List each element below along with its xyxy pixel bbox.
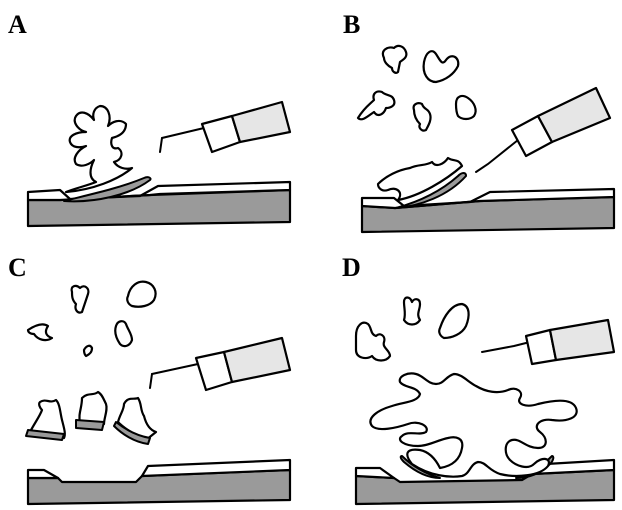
panel-c: C: [8, 253, 290, 504]
panel-c-label: C: [8, 253, 27, 282]
tissue-fragment: [72, 286, 89, 313]
tissue-fragment: [127, 282, 155, 307]
probe-body: [224, 338, 290, 382]
probe-wire: [160, 128, 204, 152]
panel-b-label: B: [343, 10, 360, 39]
tissue-fragment-with-base: [26, 400, 65, 440]
panel-a-label: A: [8, 10, 27, 39]
tissue-fragment: [356, 323, 390, 361]
panel-a: A: [8, 10, 290, 226]
lifted-tissue-remnant: [378, 158, 462, 200]
tissue-fragment: [115, 321, 132, 346]
tissue-fragment: [456, 96, 476, 119]
tissue-fragment-with-base: [76, 392, 107, 430]
tissue-fragment: [414, 103, 431, 130]
probe-wire: [482, 342, 530, 352]
probe-wire: [150, 364, 198, 388]
probe-body: [538, 88, 610, 142]
tissue-fragment: [424, 51, 459, 82]
tissue-fragment: [84, 346, 92, 356]
tissue-fragment: [439, 304, 468, 338]
billowing-tissue-mass: [370, 373, 576, 476]
lifted-tissue: [66, 106, 132, 192]
tissue-fragment: [28, 324, 52, 340]
tissue-fragment: [404, 298, 420, 325]
panel-b: B: [343, 10, 614, 232]
tissue-layer: [356, 470, 614, 504]
panel-d: D: [342, 253, 614, 504]
tissue-fragment: [358, 91, 394, 119]
tissue-fragment-with-base: [114, 398, 156, 444]
tissue-fragment: [383, 46, 406, 73]
probe-body: [232, 102, 290, 142]
probe-wire: [476, 140, 518, 172]
probe-body: [550, 320, 614, 360]
panel-d-label: D: [342, 253, 361, 282]
